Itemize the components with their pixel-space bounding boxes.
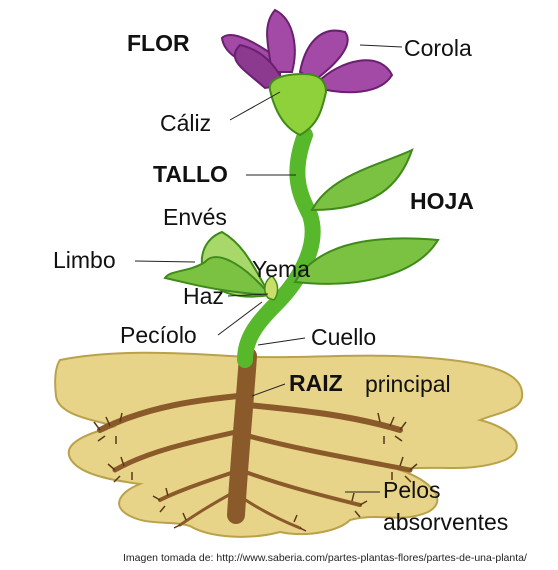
- leaf-left-front: [163, 256, 273, 297]
- label-peciolo: Pecíolo: [120, 322, 197, 348]
- label-raiz: RAIZ: [289, 370, 343, 396]
- root-hairs: [93, 412, 418, 532]
- leader-lines: [134, 44, 403, 493]
- label-hoja: HOJA: [410, 188, 474, 214]
- label-limbo: Limbo: [53, 247, 116, 273]
- roots: [97, 347, 413, 530]
- label-haz: Haz: [183, 283, 224, 309]
- leaf-right: [293, 237, 440, 285]
- label-tallo: TALLO: [153, 161, 228, 187]
- label-caliz: Cáliz: [160, 110, 212, 136]
- label-flor: FLOR: [127, 30, 190, 56]
- leaf-upper: [310, 148, 414, 212]
- label-corola: Corola: [404, 35, 472, 61]
- label-pelos: Pelos: [383, 477, 441, 503]
- label-cuello: Cuello: [311, 324, 377, 350]
- label-enves: Envés: [163, 204, 227, 230]
- label-absorventes: absorventes: [383, 509, 509, 535]
- label-principal: principal: [365, 371, 451, 397]
- label-yema: Yema: [252, 256, 310, 282]
- flower: [220, 8, 394, 137]
- stem: [237, 127, 321, 368]
- image-credit: Imagen tomada de: http://www.saberia.com…: [123, 552, 527, 564]
